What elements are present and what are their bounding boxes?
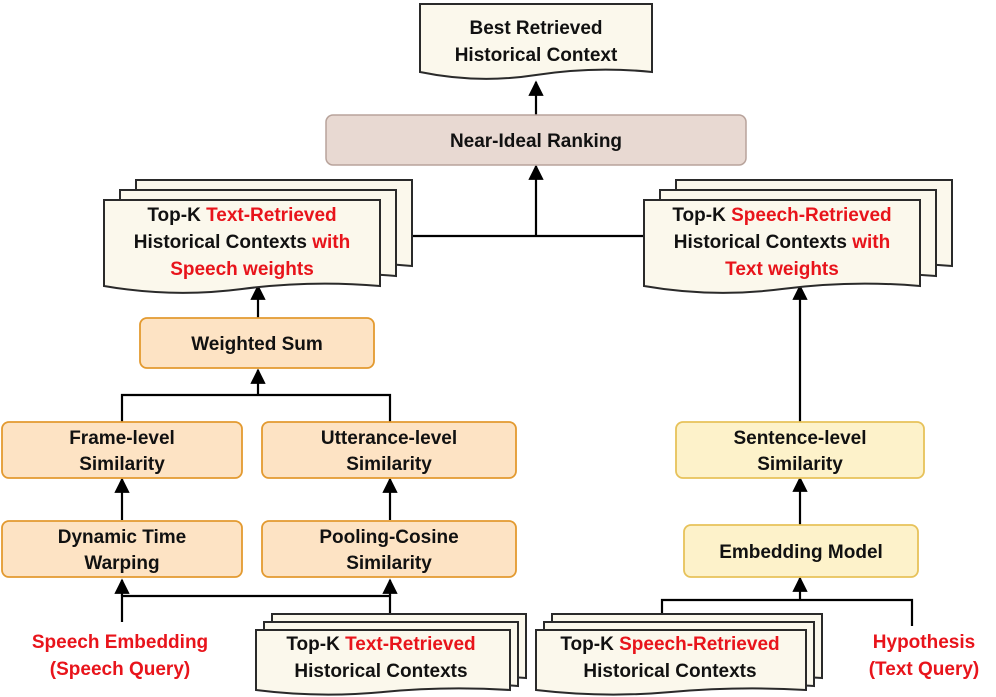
dynamic-time-warping-box: Dynamic Time Warping [1, 520, 243, 578]
bottom-left-doc-line2: Historical Contexts [294, 661, 467, 682]
pool-cos-line2: Similarity [346, 553, 432, 574]
left-doc-line3: Speech weights [170, 259, 314, 280]
embedding-model-box: Embedding Model [683, 524, 919, 578]
pool-cos-line1: Pooling-Cosine [319, 527, 458, 548]
utterance-level-similarity-box: Utterance-level Similarity [261, 421, 517, 479]
speech-query-line1: Speech Embedding [32, 632, 208, 653]
bottom-left-doc-line1: Top-K Text-Retrieved [286, 634, 475, 655]
right-doc-line3: Text weights [725, 259, 839, 280]
right-doc-line1: Top-K Speech-Retrieved [672, 205, 891, 226]
left-doc-with: with [311, 232, 350, 253]
sent-sim-line1: Sentence-level [733, 428, 866, 449]
bottom-right-doc-line2: Historical Contexts [583, 661, 756, 682]
frame-level-similarity-box: Frame-level Similarity [1, 421, 243, 479]
right-doc-line2: Historical Contexts with [674, 232, 890, 253]
link-inputs-left [120, 594, 392, 622]
speech-query-line2: (Speech Query) [50, 659, 190, 680]
left-weighted-document-stack: Top-K Text-Retrieved Historical Contexts… [103, 179, 413, 294]
right-doc-topk: Top-K [672, 205, 731, 226]
hypothesis-line1: Hypothesis [873, 632, 975, 653]
best-context-document: Best Retrieved Historical Context [419, 3, 653, 80]
bottom-right-document-stack: Top-K Speech-Retrieved Historical Contex… [535, 613, 823, 696]
speech-query-label: Speech Embedding (Speech Query) [32, 632, 208, 680]
bottom-right-topk: Top-K [560, 634, 619, 655]
dtw-line1: Dynamic Time [58, 527, 186, 548]
right-doc-with: with [851, 232, 890, 253]
right-weighted-document-stack: Top-K Speech-Retrieved Historical Contex… [643, 179, 953, 294]
near-ideal-ranking-box: Near-Ideal Ranking [325, 114, 747, 166]
bottom-right-doc-line1: Top-K Speech-Retrieved [560, 634, 779, 655]
embedding-model-label: Embedding Model [719, 542, 883, 563]
weighted-sum-label: Weighted Sum [191, 334, 323, 355]
sent-sim-line2: Similarity [757, 454, 843, 475]
left-doc-line2: Historical Contexts with [134, 232, 350, 253]
left-doc-text-retrieved: Text-Retrieved [206, 205, 337, 226]
left-doc-topk: Top-K [147, 205, 206, 226]
left-doc-line1: Top-K Text-Retrieved [147, 205, 336, 226]
frame-sim-line1: Frame-level [69, 428, 175, 449]
bottom-left-text-retrieved: Text-Retrieved [345, 634, 476, 655]
sentence-level-similarity-box: Sentence-level Similarity [675, 421, 925, 479]
right-doc-speech-retrieved: Speech-Retrieved [731, 205, 892, 226]
pooling-cosine-similarity-box: Pooling-Cosine Similarity [261, 520, 517, 578]
best-context-line2: Historical Context [455, 45, 618, 66]
utt-sim-line1: Utterance-level [321, 428, 457, 449]
left-doc-historical: Historical Contexts [134, 232, 312, 253]
best-context-line1: Best Retrieved [469, 18, 602, 39]
dtw-line2: Warping [84, 553, 159, 574]
utt-sim-line2: Similarity [346, 454, 432, 475]
link-sims-to-wsum [120, 393, 392, 422]
near-ideal-ranking-label: Near-Ideal Ranking [450, 131, 622, 152]
right-doc-historical: Historical Contexts [674, 232, 852, 253]
hypothesis-label: Hypothesis (Text Query) [869, 632, 980, 680]
bottom-left-topk: Top-K [286, 634, 345, 655]
bottom-left-document-stack: Top-K Text-Retrieved Historical Contexts [255, 613, 527, 696]
hypothesis-line2: (Text Query) [869, 659, 980, 680]
frame-sim-line2: Similarity [79, 454, 165, 475]
weighted-sum-box: Weighted Sum [139, 317, 375, 369]
bottom-right-speech-retrieved: Speech-Retrieved [619, 634, 780, 655]
